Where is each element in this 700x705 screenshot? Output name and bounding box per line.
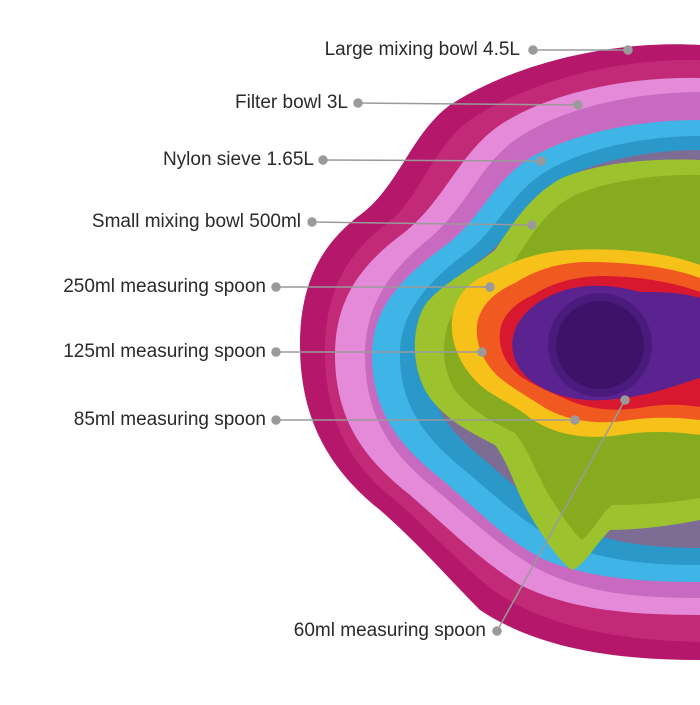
label-spoon-125ml: 125ml measuring spoon: [63, 341, 266, 362]
leader-dot-spoon-60ml: [492, 626, 502, 636]
leader-end-spoon-60ml: [620, 395, 630, 405]
label-spoon-250ml: 250ml measuring spoon: [63, 276, 266, 297]
leader-dot-filter-bowl: [353, 98, 363, 108]
label-filter-bowl: Filter bowl 3L: [235, 92, 348, 113]
leader-end-spoon-125ml: [477, 347, 487, 357]
spoon-60ml-bowl-inner: [556, 301, 644, 389]
label-small-mixing-bowl: Small mixing bowl 500ml: [91, 211, 301, 232]
leader-dot-spoon-250ml: [271, 282, 281, 292]
label-nylon-sieve: Nylon sieve 1.65L: [162, 149, 314, 170]
leader-dot-large-mixing-bowl: [528, 45, 538, 55]
leader-dot-small-mixing-bowl: [307, 217, 317, 227]
leader-dot-spoon-85ml: [271, 415, 281, 425]
leader-line-small-mixing-bowl: [311, 221, 533, 226]
leader-end-small-mixing-bowl: [527, 220, 537, 230]
label-large-mixing-bowl: Large mixing bowl 4.5L: [324, 39, 520, 60]
leader-end-spoon-250ml: [485, 282, 495, 292]
leader-end-filter-bowl: [573, 100, 583, 110]
leader-line-spoon-60ml: [496, 399, 626, 632]
leader-end-large-mixing-bowl: [623, 45, 633, 55]
leader-dot-nylon-sieve: [318, 155, 328, 165]
leader-line-filter-bowl: [357, 102, 579, 106]
leader-end-spoon-85ml: [570, 415, 580, 425]
leader-end-nylon-sieve: [536, 156, 546, 166]
label-spoon-60ml: 60ml measuring spoon: [293, 620, 486, 641]
leader-dot-spoon-125ml: [271, 347, 281, 357]
leader-line-nylon-sieve: [322, 159, 542, 162]
label-spoon-85ml: 85ml measuring spoon: [73, 409, 266, 430]
